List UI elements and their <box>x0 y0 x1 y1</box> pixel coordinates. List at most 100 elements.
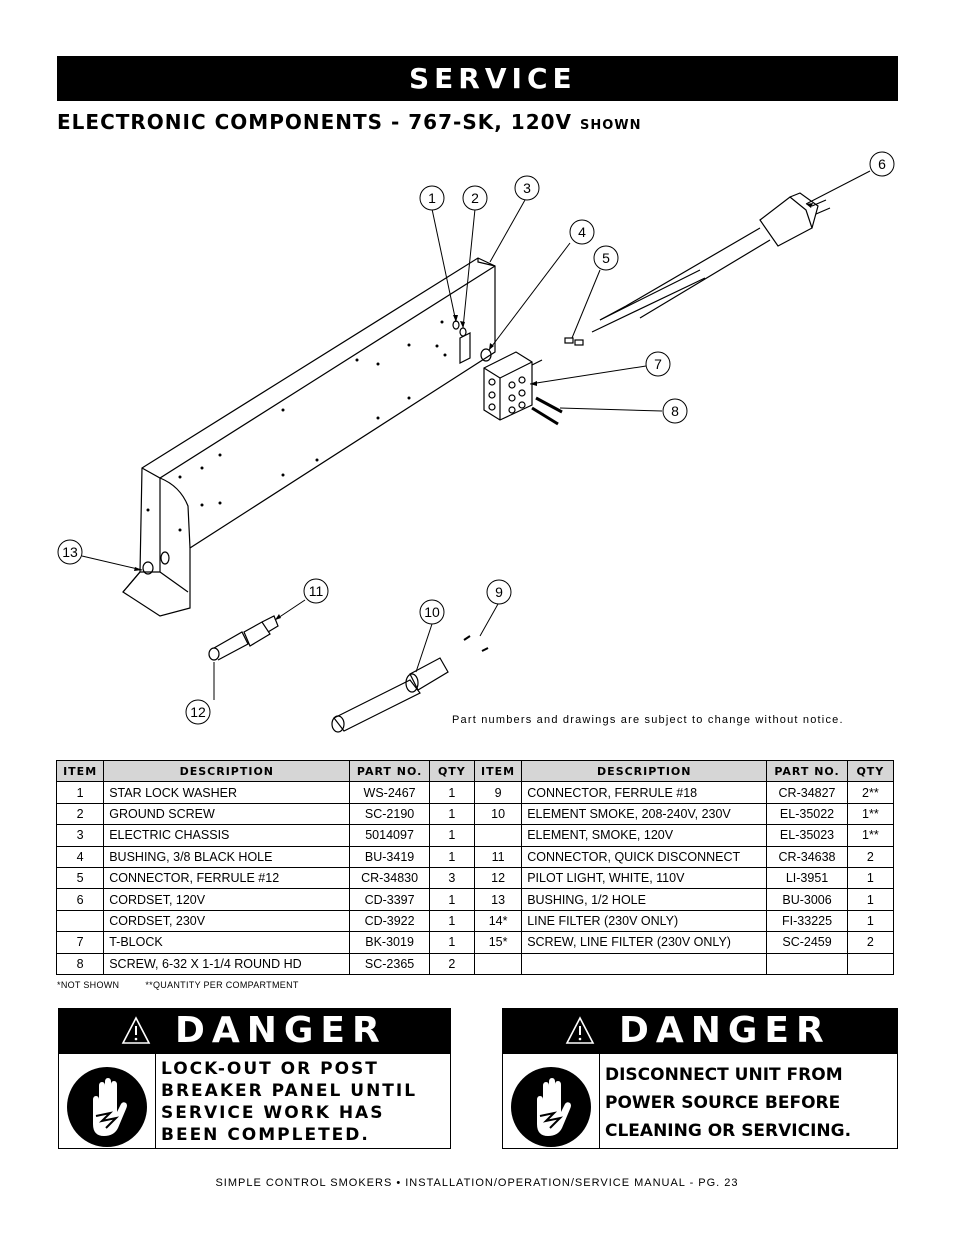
callout-6: 6 <box>869 151 895 177</box>
danger-line: DISCONNECT UNIT FROM <box>605 1065 843 1085</box>
table-cell <box>473 824 523 847</box>
callout-4: 4 <box>569 219 595 245</box>
heading-main: ELECTRONIC COMPONENTS - 767-SK, 120V <box>57 110 580 134</box>
col-header: QTY <box>846 759 895 783</box>
callout-3: 3 <box>514 175 540 201</box>
table-cell: LINE FILTER (230V ONLY) <box>521 909 768 933</box>
table-cell: 10 <box>473 802 523 826</box>
table-cell <box>846 952 895 975</box>
danger-line: LOCK-OUT OR POST <box>161 1059 379 1079</box>
svg-text:5: 5 <box>602 250 610 266</box>
table-cell: CD-3922 <box>349 909 430 933</box>
table-cell: CONNECTOR, FERRULE #18 <box>521 781 768 804</box>
table-cell <box>766 952 848 975</box>
table-cell: SC-2459 <box>766 931 848 954</box>
callout-11: 11 <box>303 578 329 604</box>
table-cell: 1 <box>428 824 475 847</box>
table-cell: 3 <box>55 824 105 847</box>
table-cell: BK-3019 <box>349 931 430 954</box>
table-cell: 2 <box>428 952 475 975</box>
footnotes: *NOT SHOWN**QUANTITY PER COMPARTMENT <box>57 980 299 990</box>
section-title-bar: SERVICE <box>57 56 898 101</box>
cordset-drawing <box>591 192 831 333</box>
col-header: QTY <box>428 759 475 783</box>
table-cell: 3 <box>428 866 475 890</box>
svg-text:8: 8 <box>671 403 679 419</box>
table-cell: SCREW, LINE FILTER (230V ONLY) <box>521 931 768 954</box>
table-cell: 2 <box>55 802 105 826</box>
callout-8: 8 <box>662 398 688 424</box>
page-footer: SIMPLE CONTROL SMOKERS • INSTALLATION/OP… <box>215 1177 739 1189</box>
heading-small: SHOWN <box>579 118 642 133</box>
danger-panel-lockout: DANGER LOCK-OUT OR POST BREAKER PANEL UN… <box>58 1008 451 1149</box>
table-cell: 8 <box>55 952 105 975</box>
svg-text:10: 10 <box>424 604 440 620</box>
change-notice: Part numbers and drawings are subject to… <box>452 714 844 726</box>
table-cell: 1 <box>846 888 895 911</box>
footnote-not-shown: NOT SHOWN <box>60 980 120 990</box>
col-header: PART NO. <box>349 759 430 783</box>
table-cell: 1** <box>846 802 895 826</box>
danger-message: DISCONNECT UNIT FROM POWER SOURCE BEFORE… <box>605 1061 851 1145</box>
col-header: ITEM <box>473 759 523 783</box>
table-cell: 15* <box>473 931 523 954</box>
callout-10: 10 <box>419 599 445 625</box>
callout-5: 5 <box>593 245 619 271</box>
table-cell <box>521 952 768 975</box>
footnote-b-mark: ** <box>145 980 153 990</box>
callout-13: 13 <box>57 539 83 565</box>
table-cell: CD-3397 <box>349 888 430 911</box>
section-title: SERVICE <box>409 62 577 95</box>
table-cell: CORDSET, 120V <box>103 888 351 911</box>
table-cell: CORDSET, 230V <box>103 909 351 933</box>
col-header: DESCRIPTION <box>521 759 768 783</box>
table-cell: 2 <box>846 931 895 954</box>
danger-line: POWER SOURCE BEFORE <box>605 1093 841 1113</box>
warning-triangle-icon <box>121 1016 151 1044</box>
table-header-row: ITEM DESCRIPTION PART NO. QTY ITEM DESCR… <box>55 759 895 783</box>
svg-text:11: 11 <box>309 583 324 599</box>
table-cell: ELEMENT, SMOKE, 120V <box>521 824 768 847</box>
table-cell: 12 <box>473 866 523 890</box>
table-cell: 1 <box>428 802 475 826</box>
danger-message: LOCK-OUT OR POST BREAKER PANEL UNTIL SER… <box>161 1058 417 1146</box>
table-cell: PILOT LIGHT, WHITE, 110V <box>521 866 768 890</box>
svg-text:9: 9 <box>495 584 503 600</box>
table-cell: CR-34638 <box>766 845 848 868</box>
danger-line: BREAKER PANEL UNTIL <box>161 1081 418 1101</box>
table-cell: WS-2467 <box>349 781 430 804</box>
callout-1: 1 <box>419 185 445 211</box>
electric-chassis-drawing <box>122 257 496 617</box>
table-cell: 4 <box>55 845 105 868</box>
footnote-qty-per-compartment: QUANTITY PER COMPARTMENT <box>152 980 299 990</box>
table-cell: 1 <box>428 845 475 868</box>
table-cell: ELECTRIC CHASSIS <box>103 824 351 847</box>
svg-text:3: 3 <box>523 180 531 196</box>
table-cell: EL-35022 <box>766 802 848 826</box>
table-cell: 1 <box>428 931 475 954</box>
table-cell: 7 <box>55 931 105 954</box>
table-cell: 5 <box>55 866 105 890</box>
t-block-drawing <box>483 351 543 421</box>
table-cell: 6 <box>55 888 105 911</box>
danger-header: DANGER <box>59 1009 450 1054</box>
table-cell <box>55 909 105 933</box>
danger-header: DANGER <box>503 1009 897 1054</box>
parts-table: ITEM DESCRIPTION PART NO. QTY ITEM DESCR… <box>55 759 895 975</box>
table-cell: 2** <box>846 781 895 804</box>
pilot-light-drawing <box>208 615 279 661</box>
callout-2: 2 <box>462 185 488 211</box>
warning-triangle-icon <box>565 1016 595 1044</box>
smoke-element-drawing <box>331 657 449 733</box>
table-cell: T-BLOCK <box>103 931 351 954</box>
danger-line: BEEN COMPLETED. <box>161 1125 370 1145</box>
table-cell: BUSHING, 3/8 BLACK HOLE <box>103 845 351 868</box>
svg-text:7: 7 <box>654 356 662 372</box>
table-cell: EL-35023 <box>766 824 848 847</box>
